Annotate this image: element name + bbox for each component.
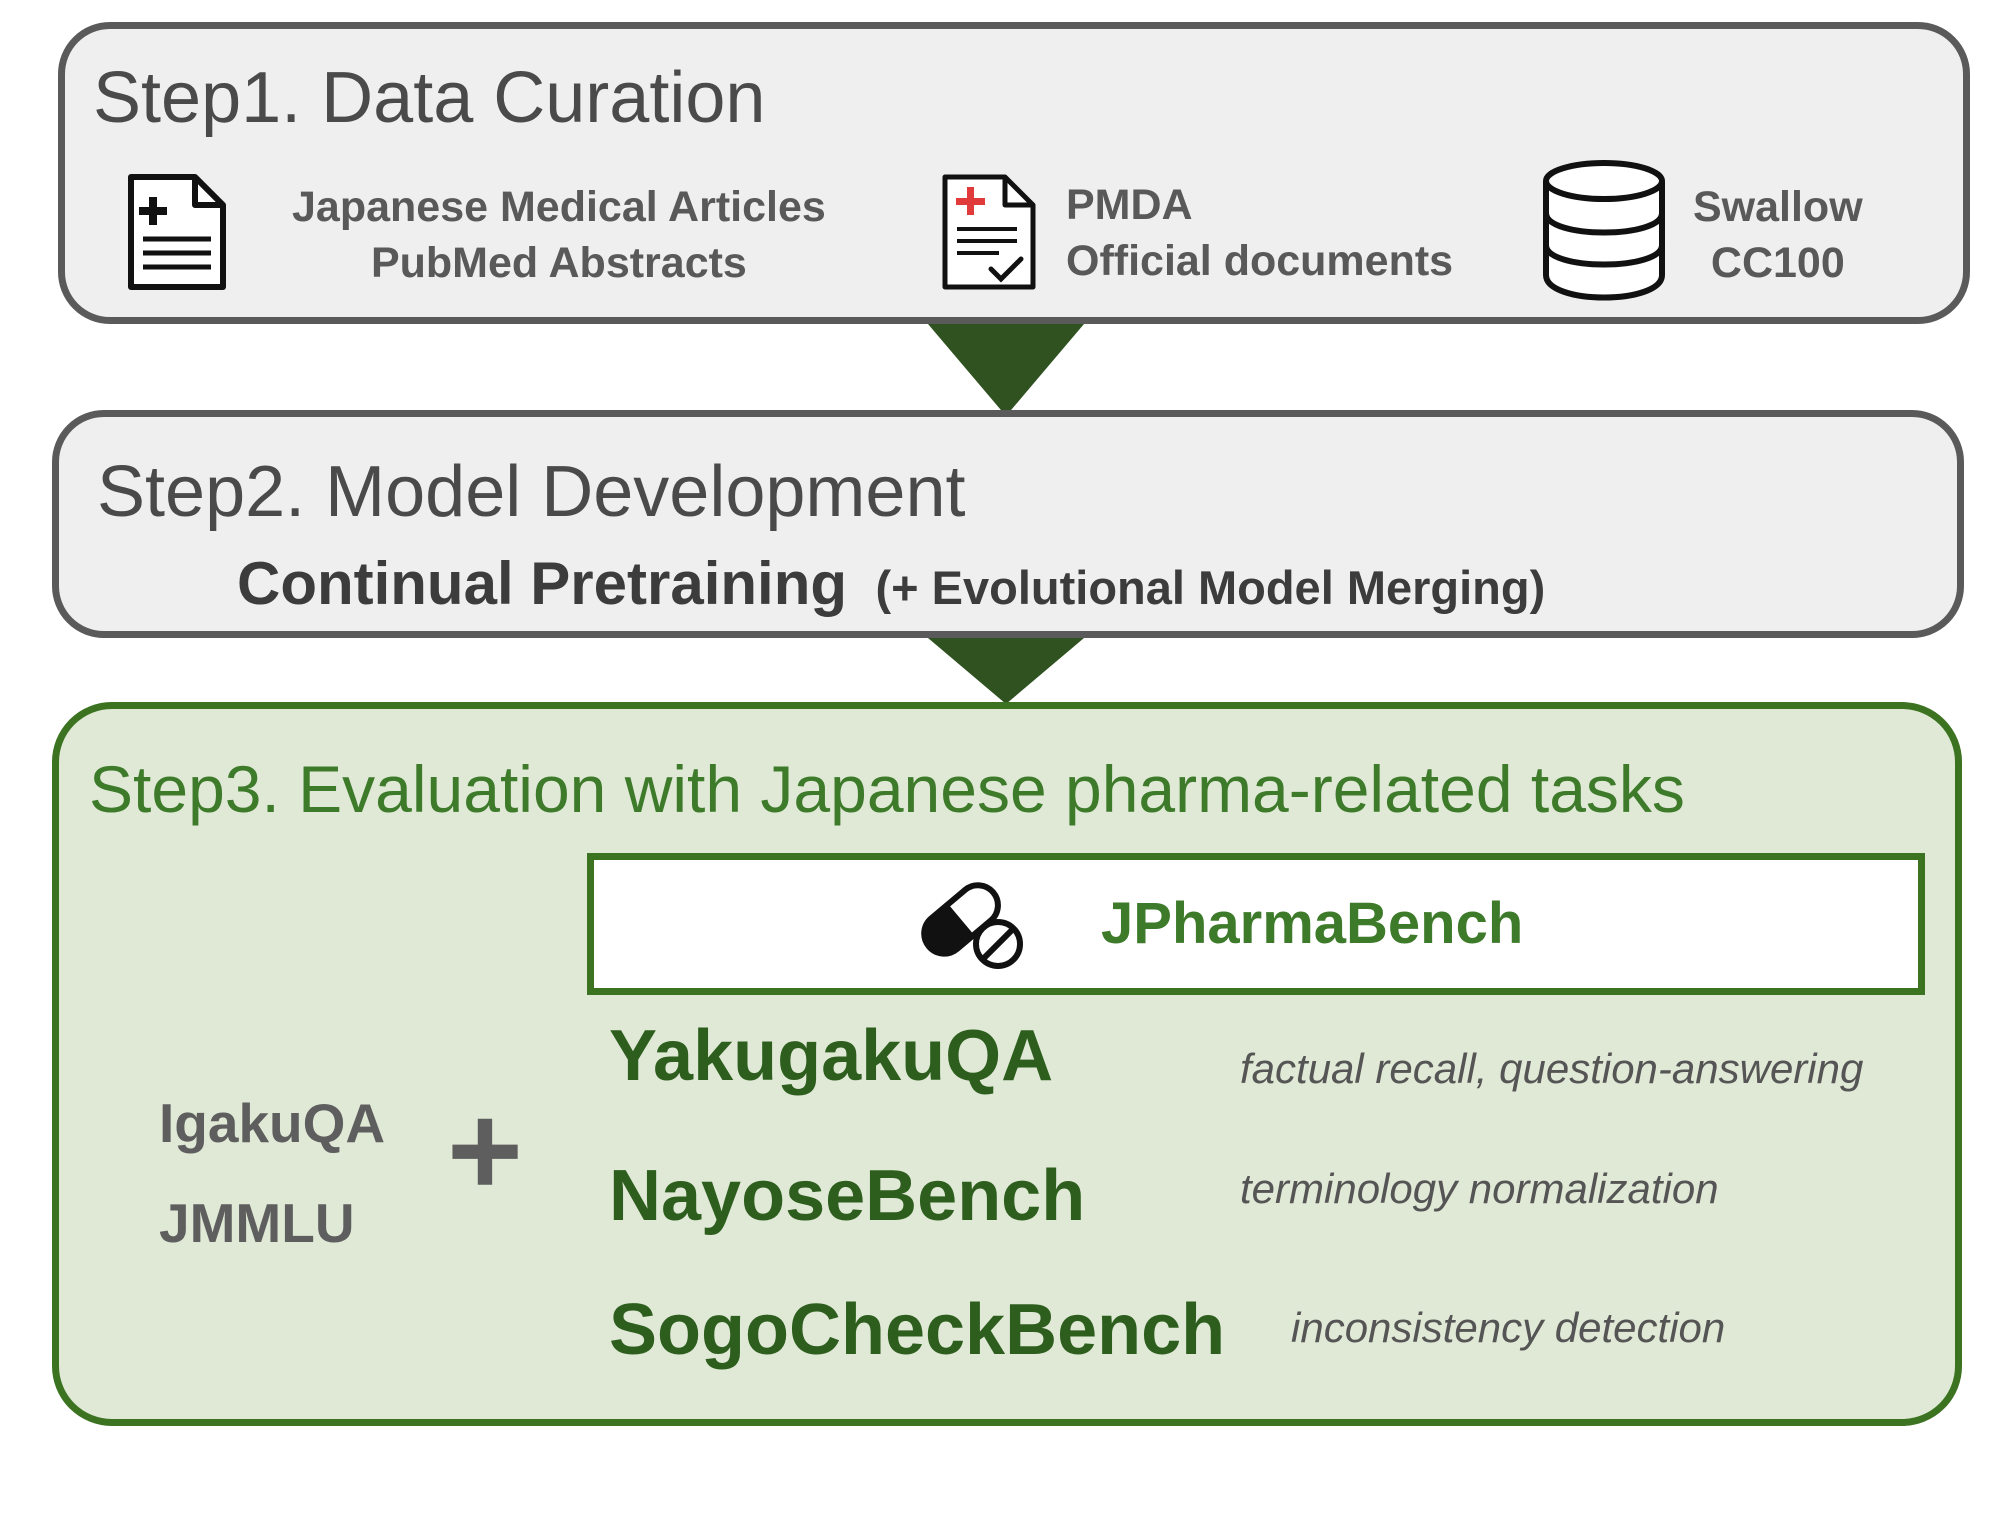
step2-title: Step2. Model Development xyxy=(97,452,966,532)
benchmark-sogocheckbench: SogoCheckBench xyxy=(609,1290,1226,1370)
step3-title: Step3. Evaluation with Japanese pharma-r… xyxy=(89,752,1685,826)
step2-note: (+ Evolutional Model Merging) xyxy=(875,561,1546,614)
benchmark-description: factual recall, question-answering xyxy=(1240,1045,1864,1092)
jpharmabench-box: JPharmaBench xyxy=(587,853,1925,995)
pill-icon xyxy=(921,882,1023,969)
step1-panel: Step1. Data Curation Japanese Medical Ar… xyxy=(58,22,1970,324)
step1-title: Step1. Data Curation xyxy=(93,58,766,138)
step2-method-line: Continual Pretraining (+ Evolutional Mod… xyxy=(237,549,1545,618)
benchmark-description: terminology normalization xyxy=(1240,1165,1719,1212)
step2-method: Continual Pretraining xyxy=(237,550,848,617)
existing-benchmark: IgakuQA xyxy=(159,1092,386,1154)
database-icon xyxy=(1543,160,1665,301)
jpharmabench-label: JPharmaBench xyxy=(1101,891,1524,956)
plus-icon: + xyxy=(447,1077,523,1223)
step3-panel: Step3. Evaluation with Japanese pharma-r… xyxy=(52,702,1962,1426)
source-swallow: Swallow CC100 xyxy=(1693,183,1863,287)
source-pmda: PMDA Official documents xyxy=(1066,181,1454,285)
step2-panel: Step2. Model Development Continual Pretr… xyxy=(52,410,1964,638)
benchmark-description: inconsistency detection xyxy=(1291,1304,1726,1351)
medical-document-icon xyxy=(128,174,226,290)
source-medical-articles: Japanese Medical Articles PubMed Abstrac… xyxy=(292,183,826,287)
arrow-down-icon xyxy=(928,638,1084,704)
benchmark-yakugakuqa: YakugakuQA xyxy=(609,1016,1054,1096)
checked-document-icon xyxy=(942,174,1036,290)
benchmark-nayosebench: NayoseBench xyxy=(609,1156,1086,1236)
existing-benchmark: JMMLU xyxy=(159,1192,355,1254)
arrow-down-icon xyxy=(928,324,1084,416)
